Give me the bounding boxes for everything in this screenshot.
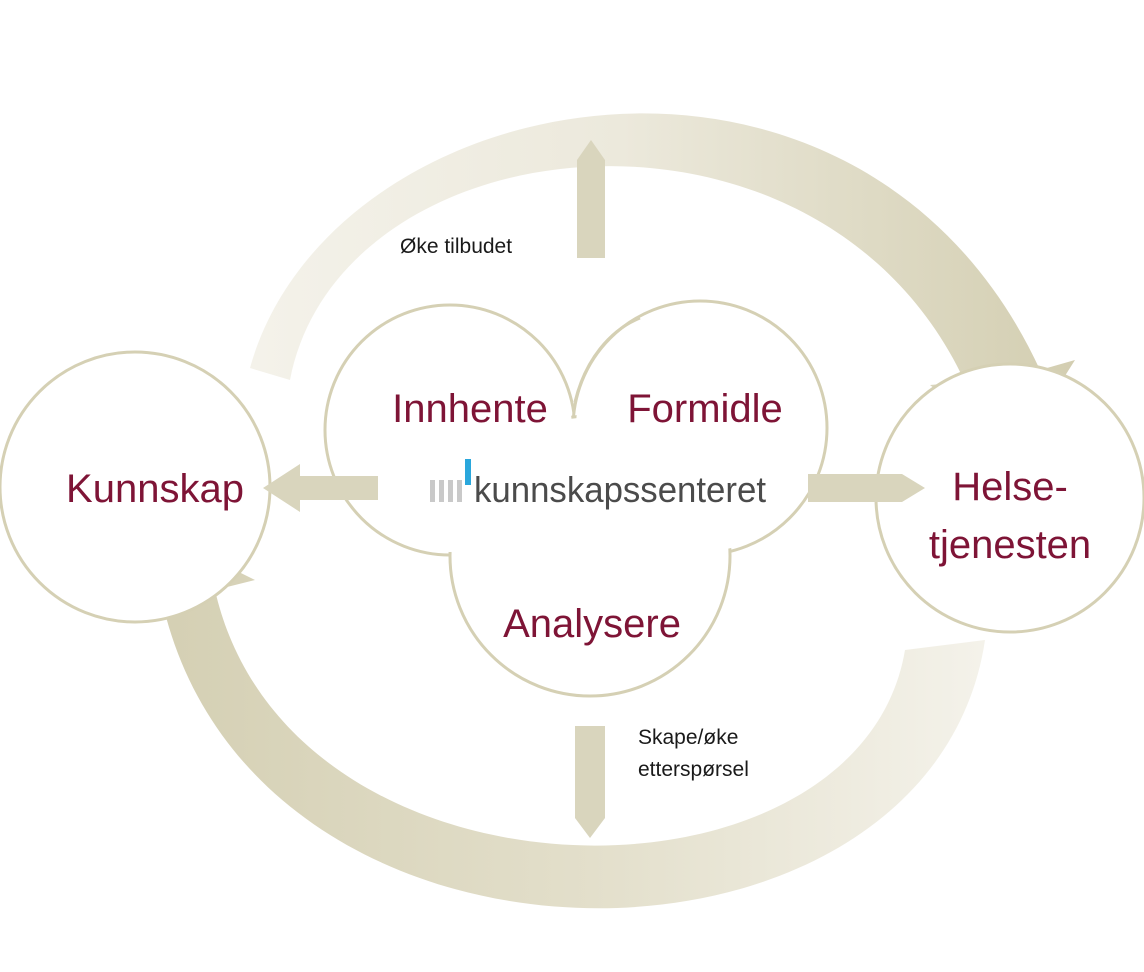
arrow-down xyxy=(575,726,605,838)
innhente-label: Innhente xyxy=(392,387,548,431)
top-cycle-arrow xyxy=(250,113,1075,455)
formidle-label: Formidle xyxy=(627,387,783,431)
analysere-label: Analysere xyxy=(503,602,681,646)
kunnskap-label: Kunnskap xyxy=(66,467,244,511)
arrow-right xyxy=(808,474,925,502)
kunnskapssenteret-logo: kunnskapssenteret xyxy=(430,459,766,510)
logo-bar-4 xyxy=(457,480,462,502)
down-arrow-label-line1: Skape/øke xyxy=(638,726,738,749)
helsetjenesten-label-line1: Helse- xyxy=(952,465,1068,509)
down-arrow-label-line2: etterspørsel xyxy=(638,758,749,781)
logo-bar-2 xyxy=(439,480,444,502)
arrow-left xyxy=(263,464,378,512)
helsetjenesten-label-line2: tjenesten xyxy=(929,523,1091,567)
logo-bar-1 xyxy=(430,480,435,502)
center-cloverleaf xyxy=(323,299,829,698)
logo-text: kunnskapssenteret xyxy=(474,469,766,510)
logo-bar-blue xyxy=(465,459,471,485)
arrow-up xyxy=(577,140,605,258)
logo-bar-3 xyxy=(448,480,453,502)
up-arrow-label: Øke tilbudet xyxy=(400,235,512,258)
bottom-cycle-arrow xyxy=(115,528,985,909)
